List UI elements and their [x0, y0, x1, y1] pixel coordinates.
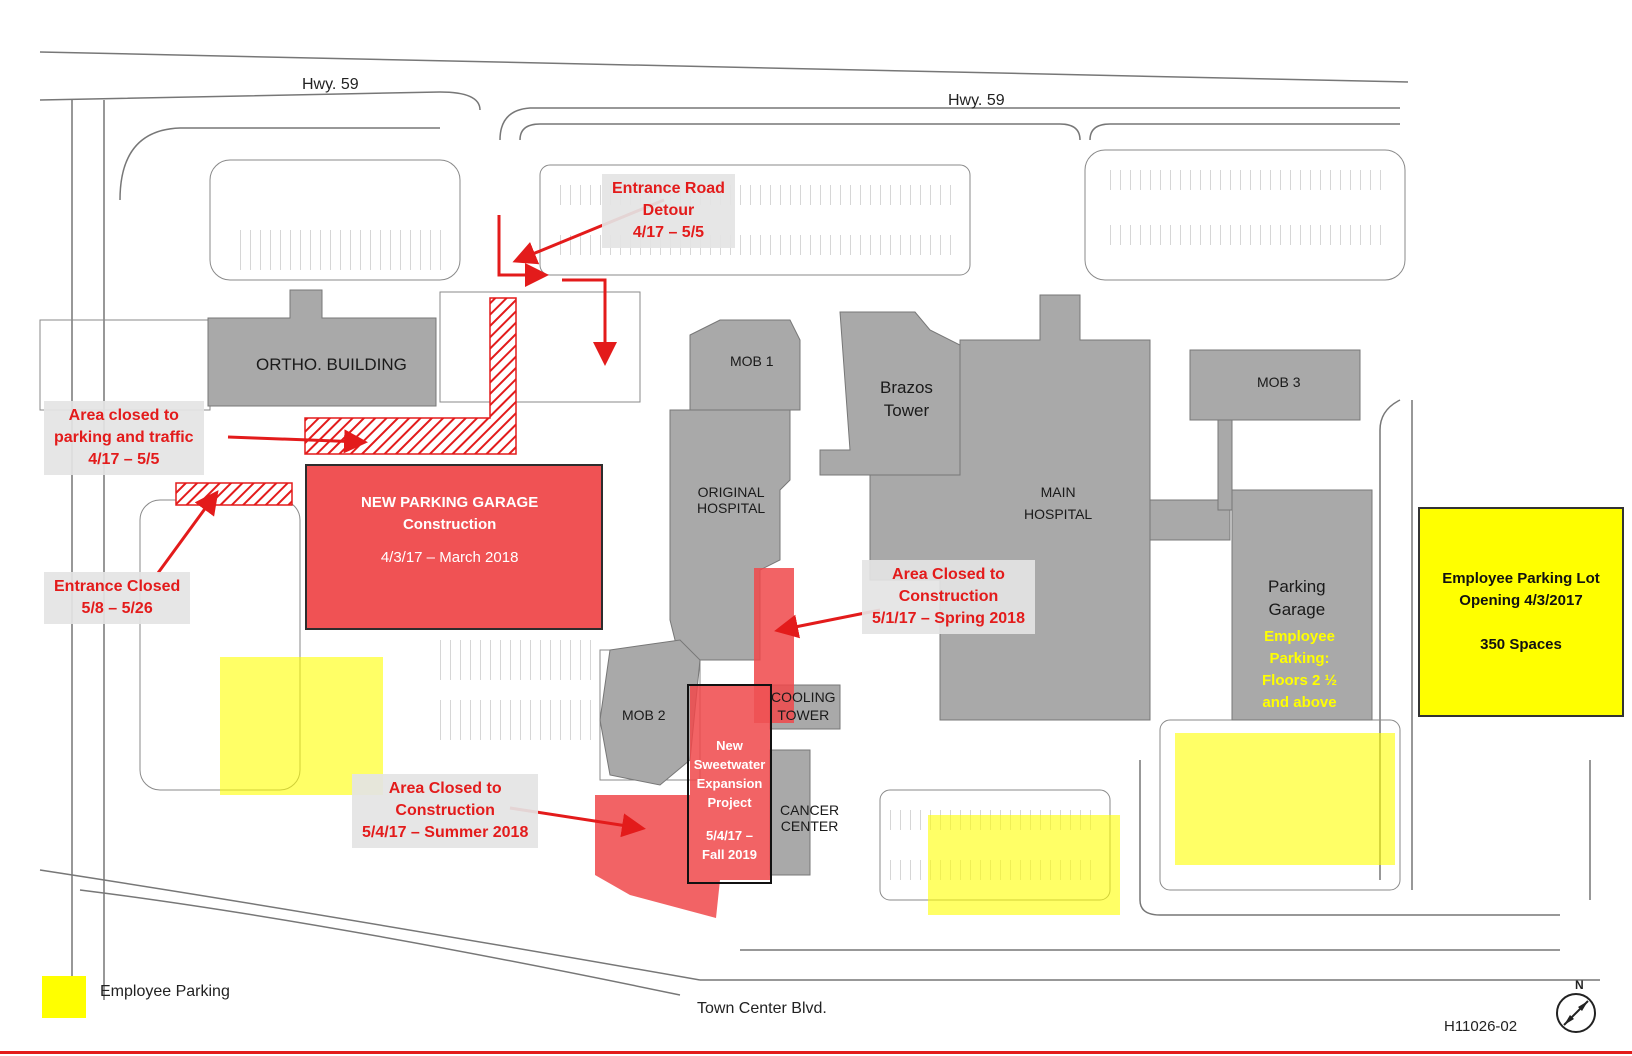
bottom-divider — [0, 1051, 1632, 1054]
original-hospital-label: ORIGINAL HOSPITAL — [697, 484, 766, 516]
callout-arrow-closed-parking — [227, 429, 368, 454]
hwy59-left-label: Hwy. 59 — [302, 76, 359, 93]
employee-parking-lot-box: Employee Parking Lot Opening 4/3/2017 35… — [1418, 507, 1624, 717]
mob3-label: MOB 3 — [1257, 374, 1301, 390]
ortho-building — [207, 289, 437, 407]
callout-area-closed-construction-2: Area Closed to Construction 5/4/17 – Sum… — [352, 774, 539, 848]
closed-entrance — [175, 482, 293, 506]
employee-garage-floors-label: Employee Parking: Floors 2 ½ and above — [1262, 628, 1338, 711]
mob2 — [599, 639, 701, 786]
detour-arrow-2 — [562, 278, 617, 366]
drawing-code: H11026-02 — [1444, 1018, 1518, 1035]
closed-parking-traffic — [304, 297, 517, 455]
connector-1 — [1149, 499, 1231, 541]
mob2-label: MOB 2 — [622, 707, 666, 723]
mob3 — [1189, 349, 1361, 421]
hwy59-right-label: Hwy. 59 — [948, 92, 1005, 109]
callout-area-closed-construction-1: Area Closed to Construction 5/1/17 – Spr… — [862, 560, 1035, 634]
parking-garage — [1231, 489, 1373, 721]
mob1-label: MOB 1 — [730, 353, 774, 369]
callout-area-closed-parking: Area closed to parking and traffic 4/17 … — [44, 401, 204, 475]
cancer-center-label: CANCER CENTER — [780, 802, 840, 834]
callout-entrance-road-detour: Entrance Road Detour 4/17 – 5/5 — [602, 174, 735, 248]
ortho-building-label: ORTHO. BUILDING — [256, 355, 407, 374]
construction-areas — [305, 464, 794, 918]
employee-zone-west — [220, 657, 383, 795]
main-hospital-label: MAIN HOSPITAL — [1024, 484, 1093, 522]
legend-swatch — [42, 976, 86, 1018]
cancer-center — [769, 749, 811, 876]
detour-arrow-1 — [497, 215, 549, 287]
sweetwater-outline — [687, 684, 772, 884]
connector-2 — [1217, 419, 1233, 511]
town-center-label: Town Center Blvd. — [697, 1000, 827, 1017]
brazos-tower-label: Brazos Tower — [880, 378, 933, 420]
employee-zone-east — [1175, 733, 1395, 865]
employee-lot-line3: 350 Spaces — [1480, 636, 1562, 653]
road-outlines — [39, 51, 1600, 1000]
cooling-tower-label: COOLING TOWER — [771, 689, 836, 723]
employee-lot-line2: Opening 4/3/2017 — [1459, 592, 1583, 609]
employee-lot-line1: Employee Parking Lot — [1442, 570, 1600, 587]
employee-zone-south — [928, 815, 1120, 915]
employee-parking-zones — [220, 657, 1395, 915]
callout-arrow-entrance — [156, 490, 219, 574]
callout-entrance-closed: Entrance Closed 5/8 – 5/26 — [44, 572, 191, 624]
new-parking-garage-area — [305, 464, 603, 630]
legend-label: Employee Parking — [100, 983, 230, 1000]
parking-garage-label: Parking Garage — [1268, 577, 1326, 619]
north-label: N — [1575, 978, 1584, 992]
new-parking-garage-label: NEW PARKING GARAGE Construction 4/3/17 –… — [361, 494, 539, 566]
sweetwater-project-label: New Sweetwater Expansion Project 5/4/17 … — [693, 738, 766, 862]
compass-north-icon — [1556, 993, 1596, 1033]
sweetwater-lower-area — [595, 685, 770, 918]
